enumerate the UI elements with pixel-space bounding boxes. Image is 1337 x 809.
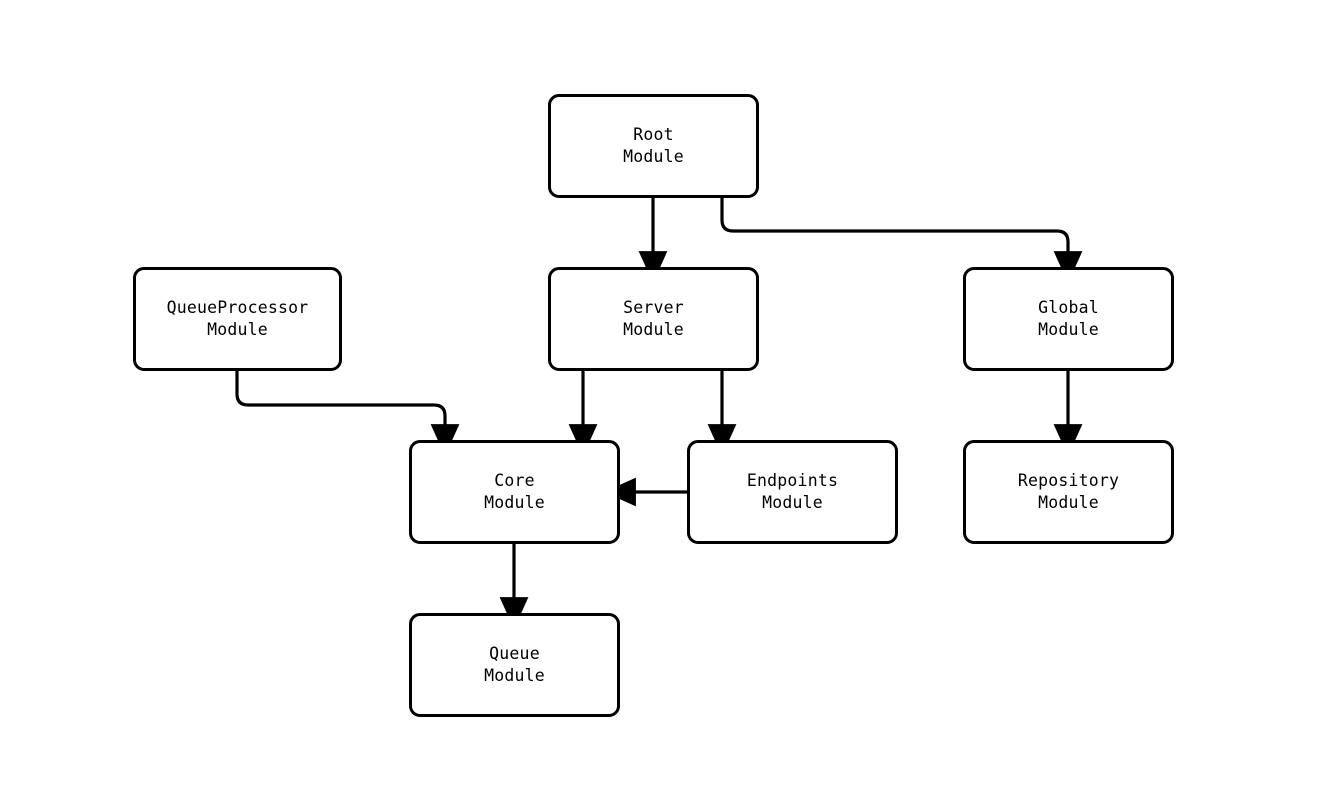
node-queue-module[interactable]: Queue Module	[409, 613, 620, 717]
node-root-module-label-line2: Module	[623, 147, 684, 166]
node-queueprocessor-module-label-line1: QueueProcessor	[166, 298, 309, 317]
node-queueprocessor-module-label-line2: Module	[207, 320, 268, 339]
node-global-module[interactable]: Global Module	[963, 267, 1174, 371]
node-core-module-label-line2: Module	[484, 493, 545, 512]
node-core-module[interactable]: Core Module	[409, 440, 620, 544]
node-global-module-label-line1: Global	[1038, 298, 1099, 317]
node-server-module[interactable]: Server Module	[548, 267, 759, 371]
node-endpoints-module-label-line1: Endpoints	[746, 471, 839, 490]
node-server-module-label-line2: Module	[623, 320, 684, 339]
node-queueprocessor-module[interactable]: QueueProcessor Module	[133, 267, 342, 371]
edge-root-global	[720, 198, 1083, 284]
node-queue-module-label-line2: Module	[484, 666, 545, 685]
node-queue-module-label-line1: Queue	[489, 644, 540, 663]
node-repository-module[interactable]: Repository Module	[963, 440, 1174, 544]
edge-queueprocessor-core	[235, 371, 460, 457]
node-root-module[interactable]: Root Module	[548, 94, 759, 198]
node-endpoints-module[interactable]: Endpoints Module	[687, 440, 898, 544]
node-endpoints-module-label-line2: Module	[762, 493, 823, 512]
node-repository-module-label-line2: Module	[1038, 493, 1099, 512]
node-root-module-label-line1: Root	[633, 125, 674, 144]
node-global-module-label-line2: Module	[1038, 320, 1099, 339]
node-core-module-label-line1: Core	[494, 471, 535, 490]
node-repository-module-label-line1: Repository	[1017, 471, 1120, 490]
node-server-module-label-line1: Server	[623, 298, 684, 317]
